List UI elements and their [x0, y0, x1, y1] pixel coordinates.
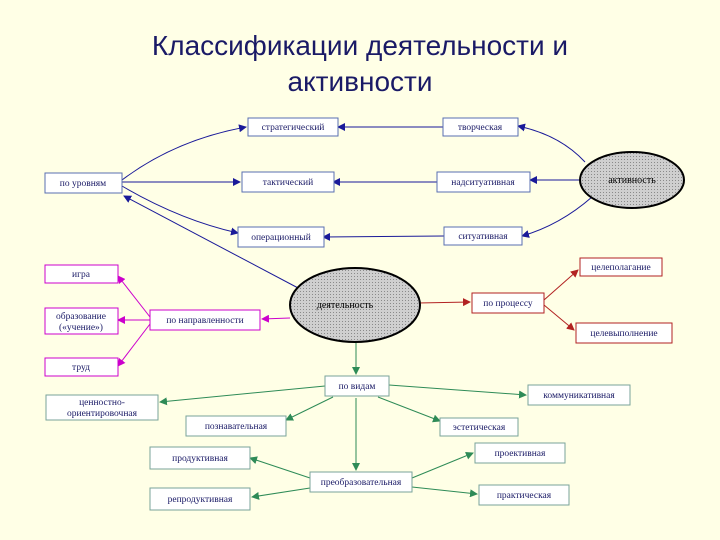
node-practical: практическая	[478, 484, 570, 506]
edge-direction-labor	[117, 323, 151, 367]
edge-types-value	[159, 385, 326, 406]
goal-setting-label: целеполагание	[591, 263, 650, 273]
game-label: игра	[72, 270, 91, 280]
node-education: образование («учение»)	[44, 307, 119, 335]
situational-label: ситуативная	[458, 232, 508, 242]
node-tactical: тактический	[241, 171, 335, 193]
node-reproductive: репродуктивная	[149, 487, 251, 511]
productive-label: продуктивная	[172, 454, 228, 464]
by-direction-label: по направленности	[166, 316, 243, 326]
node-by-levels: по уровням	[44, 172, 123, 194]
node-by-direction: по направленности	[149, 309, 261, 331]
node-projective: проективная	[474, 442, 566, 464]
edge-aktivnost-situational	[521, 196, 593, 238]
node-cognitive: познавательная	[185, 415, 287, 437]
edge-levels-operational	[121, 185, 239, 236]
title-line-2: активности	[287, 66, 433, 97]
node-value: ценностно- ориентировочная	[45, 394, 159, 421]
edge-deyatelnost-direction	[261, 314, 291, 323]
reproductive-label: репродуктивная	[168, 495, 233, 505]
deyatelnost-label: деятельность	[317, 300, 374, 311]
operational-label: операционный	[251, 232, 311, 243]
by-types-label: по видам	[339, 382, 376, 392]
node-labor: труд	[44, 357, 119, 377]
node-adaptive: надситуативная	[436, 171, 531, 193]
edge-process-goalsetting	[543, 269, 579, 301]
edge-types-cognitive	[285, 396, 334, 421]
goal-execution-label: целевыполнение	[590, 329, 657, 339]
node-strategic: стратегический	[247, 117, 339, 137]
node-productive: продуктивная	[149, 446, 251, 470]
edge-deyatelnost-process	[417, 298, 471, 307]
tactical-label: тактический	[263, 177, 313, 188]
edge-deyatelnost-levels	[123, 195, 301, 290]
node-transformative: преобразовательная	[309, 471, 413, 493]
creative-label: творческая	[458, 123, 503, 133]
communicative-label: коммуникативная	[543, 391, 615, 401]
edge-transformative-practical	[411, 486, 478, 498]
title-line-1: Классификации деятельности и	[151, 30, 569, 61]
aktivnost-label: активность	[608, 175, 656, 186]
edge-aktivnost-creative	[517, 123, 586, 163]
edge-levels-strategic	[121, 124, 247, 181]
node-creative: творческая	[442, 117, 519, 137]
edges-blue	[121, 123, 593, 290]
aesthetic-label: эстетическая	[453, 423, 506, 433]
adaptive-label: надситуативная	[451, 178, 515, 188]
node-operational: операционный	[237, 226, 325, 248]
node-by-process: по процессу	[471, 292, 545, 314]
practical-label: практическая	[497, 491, 552, 501]
edge-types-communicative	[388, 384, 527, 399]
education-label-1: образование	[56, 311, 106, 322]
value-label-1: ценностно-	[79, 398, 125, 408]
node-aesthetic: эстетическая	[439, 417, 519, 437]
node-communicative: коммуникативная	[527, 384, 631, 406]
edge-transformative-productive	[249, 456, 311, 479]
edge-direction-game	[117, 275, 151, 318]
by-process-label: по процессу	[483, 299, 533, 309]
edge-process-goalexecution	[543, 304, 575, 331]
node-goal-execution: целевыполнение	[575, 322, 673, 344]
transformative-label: преобразовательная	[321, 477, 402, 488]
education-label-2: («учение»)	[59, 322, 103, 333]
edges-red	[417, 269, 579, 331]
by-levels-label: по уровням	[60, 179, 106, 189]
node-game: игра	[44, 264, 119, 284]
value-label-2: ориентировочная	[67, 409, 138, 419]
oval-aktivnost: активность	[579, 151, 685, 209]
page-title: Классификации деятельности и активности	[0, 28, 720, 100]
edge-transformative-projective	[411, 451, 474, 479]
edges-magenta	[117, 275, 291, 367]
labor-label: труд	[72, 363, 90, 373]
oval-deyatelnost: деятельность	[289, 267, 421, 343]
node-by-types: по видам	[324, 375, 390, 397]
strategic-label: стратегический	[262, 122, 325, 133]
edge-transformative-reproductive	[251, 487, 311, 500]
edges-green	[159, 342, 527, 500]
edge-types-aesthetic	[377, 396, 441, 423]
edge-situational-operational	[322, 232, 445, 241]
projective-label: проективная	[495, 449, 546, 459]
node-situational: ситуативная	[443, 226, 523, 246]
node-goal-setting: целеполагание	[579, 257, 663, 277]
cognitive-label: познавательная	[205, 422, 268, 432]
